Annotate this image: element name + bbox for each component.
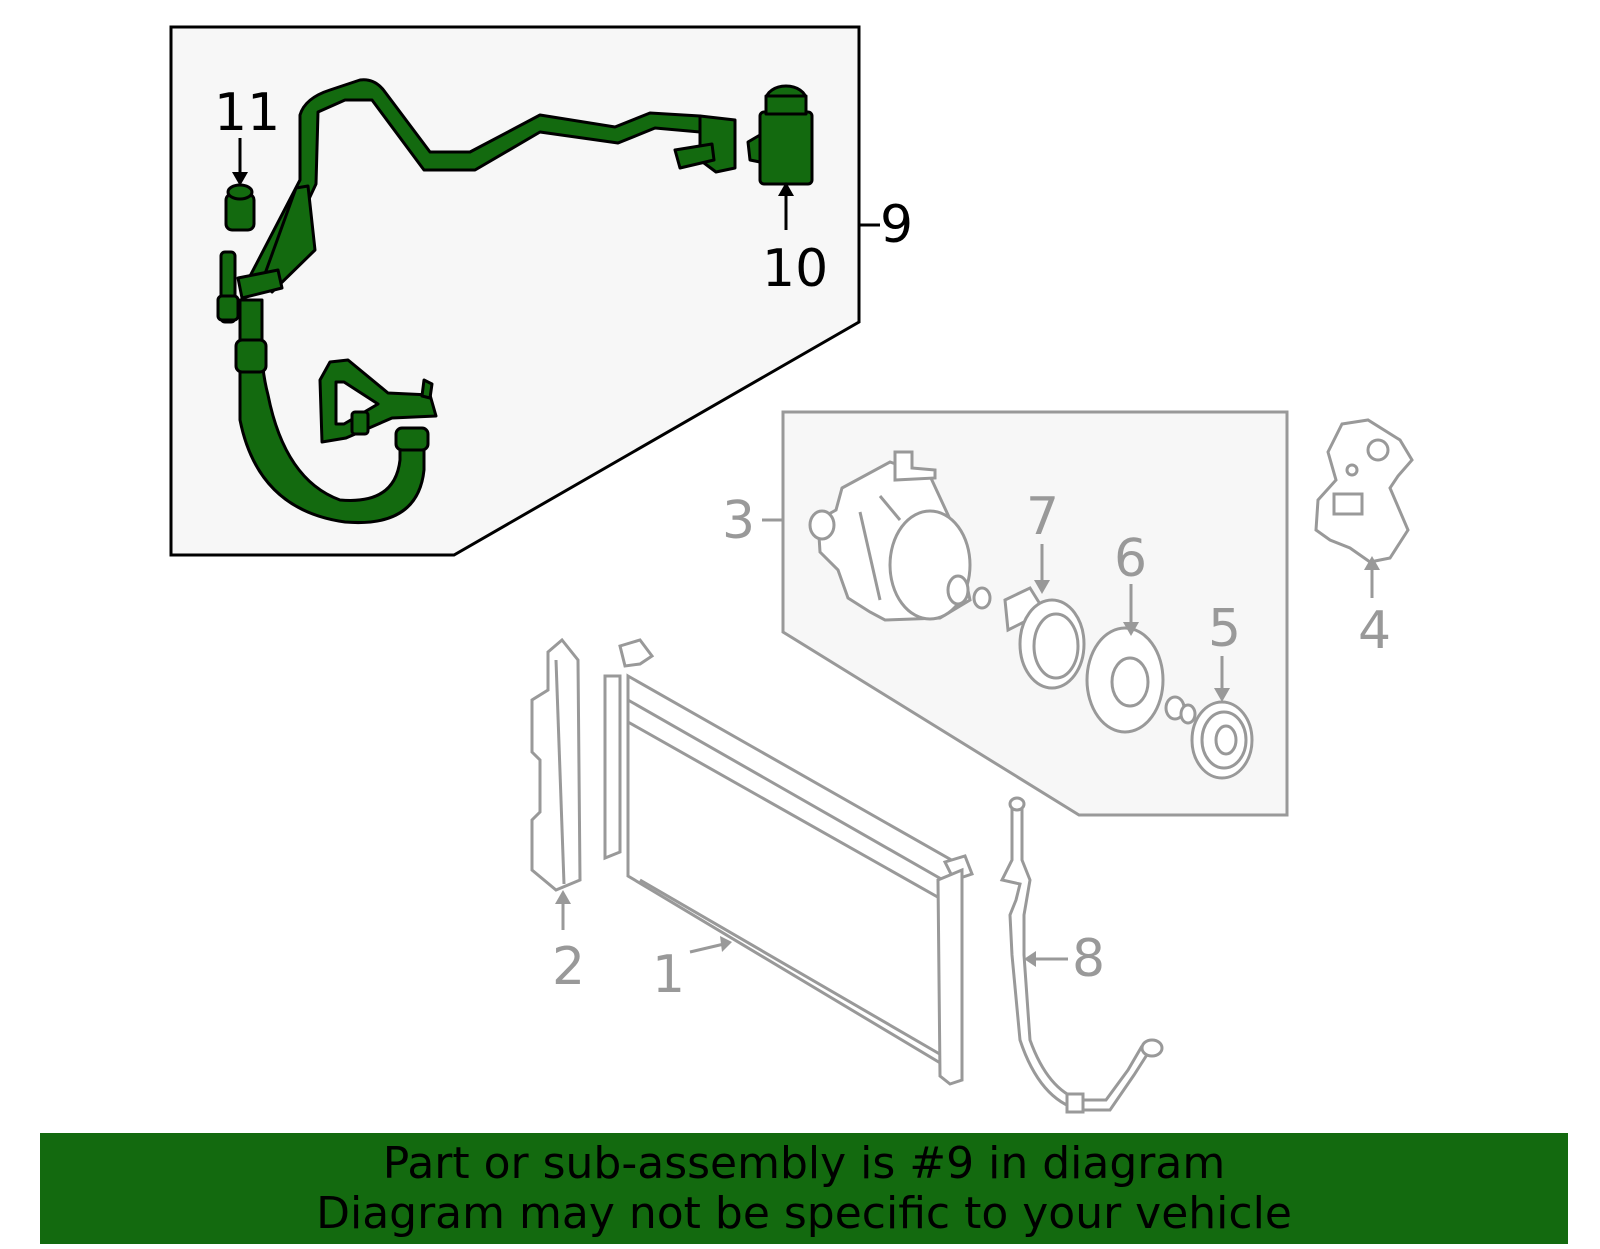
callout-2: 2 (552, 937, 585, 997)
side-seal (530, 637, 582, 892)
ac-hose-assembly (216, 78, 814, 525)
callout-3: 3 (722, 491, 755, 551)
banner-line-1: Part or sub-assembly is #9 in diagram (382, 1138, 1226, 1189)
compressor (808, 450, 992, 622)
pulley (1085, 626, 1197, 734)
callout-6: 6 (1114, 529, 1147, 589)
callout-11: 11 (214, 83, 280, 143)
callout-7: 7 (1026, 487, 1059, 547)
callout-10: 10 (762, 239, 828, 299)
callout-9: 9 (880, 195, 913, 255)
discharge-hose (999, 796, 1164, 1114)
callout-5: 5 (1208, 599, 1241, 659)
gray-arrows (555, 544, 1380, 967)
banner-line-2: Diagram may not be specific to your vehi… (316, 1188, 1292, 1239)
clutch-coil (1003, 586, 1086, 690)
info-banner: Part or sub-assembly is #9 in diagram Di… (40, 1133, 1568, 1244)
callout-8: 8 (1072, 929, 1105, 989)
condenser (603, 638, 974, 1086)
callout-4: 4 (1358, 601, 1391, 661)
callout-1: 1 (652, 945, 685, 1005)
clutch-hub (1190, 700, 1254, 780)
compressor-bracket (1314, 418, 1414, 564)
